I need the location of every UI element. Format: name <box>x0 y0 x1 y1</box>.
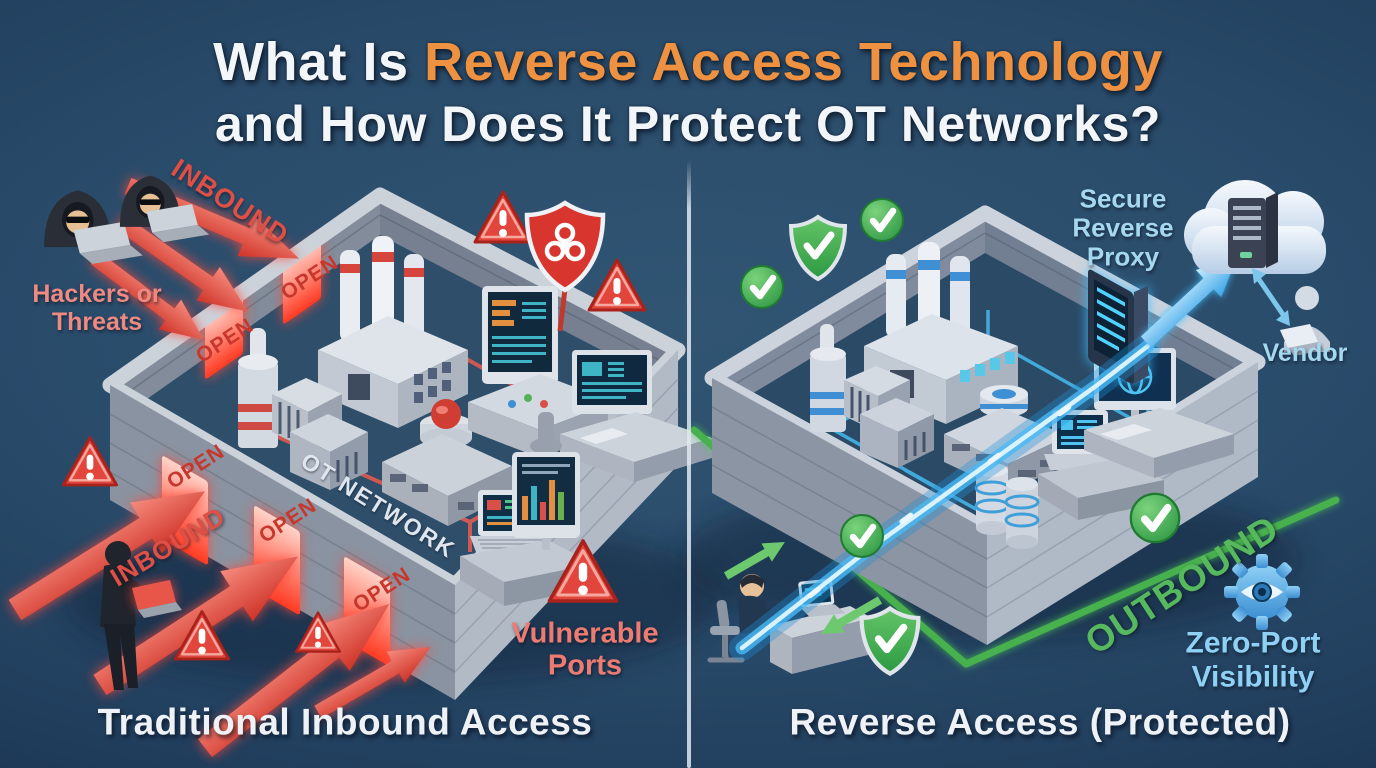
buildings-protected-icon <box>844 366 934 468</box>
proxy-line3: Proxy <box>1086 241 1160 272</box>
right-scene <box>680 180 1340 674</box>
cloud-server-icon <box>1228 192 1278 268</box>
panel-divider <box>687 160 691 768</box>
vulnerable-line1: Vulnerable <box>511 617 659 650</box>
page-title-line1: What Is Reverse Access Technology <box>213 32 1163 92</box>
warning-icon <box>587 258 647 312</box>
reverse-proxy-server-icon <box>1088 269 1148 384</box>
biohazard-shield-icon <box>524 200 606 332</box>
vendor-icon <box>1280 286 1330 356</box>
outbound-beam <box>729 333 1161 661</box>
left-caption: Traditional Inbound Access <box>97 701 593 743</box>
proxy-line2: Reverse <box>1072 212 1174 243</box>
silo-icon <box>238 328 278 448</box>
hackers-threats-line2: Threats <box>51 308 143 336</box>
gear-eye-icon <box>1224 554 1300 630</box>
check-icon <box>841 515 883 557</box>
hackers-threats-line1: Hackers or <box>32 280 162 308</box>
title-prefix: What Is <box>213 31 425 92</box>
zero-port-line2: Visibility <box>1191 660 1315 693</box>
proxy-line1: Secure <box>1079 183 1167 214</box>
shield-check-icon <box>862 609 919 674</box>
chart-monitor-icon <box>512 452 580 550</box>
zero-port-line1: Zero-Port <box>1185 626 1321 660</box>
page-title-line2: and How Does It Protect OT Networks? <box>215 96 1161 152</box>
attacker-icon <box>100 541 182 690</box>
check-icon <box>741 266 783 308</box>
vendor-label: Vendor <box>1262 339 1348 367</box>
check-icon <box>861 199 903 241</box>
title-highlight: Reverse Access Technology <box>424 31 1163 92</box>
control-machine-icon <box>382 399 512 526</box>
check-icon <box>1131 494 1179 542</box>
cloud-icon <box>1184 180 1326 274</box>
warning-icon <box>61 436 119 487</box>
silo-protected-icon <box>810 324 846 432</box>
industrial-buildings-icon <box>272 378 368 490</box>
vulnerable-line2: Ports <box>547 650 623 682</box>
shield-check-icon <box>791 217 845 279</box>
workstation-icon <box>530 350 712 482</box>
factory-icon <box>318 236 468 428</box>
left-scene <box>0 166 725 768</box>
warning-icon <box>473 190 533 244</box>
vendor-link-arrow <box>1252 268 1290 326</box>
right-caption: Reverse Access (Protected) <box>789 701 1291 743</box>
